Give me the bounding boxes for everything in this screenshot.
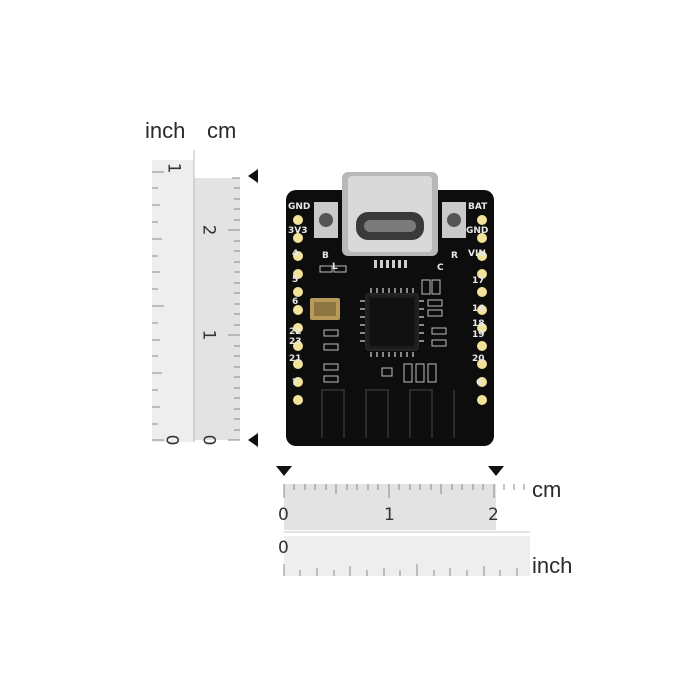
horizontal-ruler-graphic xyxy=(283,484,530,576)
silk-label-l: L xyxy=(332,262,338,272)
horizontal-ruler-top-right-marker-icon xyxy=(488,466,504,476)
microcontroller-chip-icon xyxy=(360,288,424,357)
silk-label-c: C xyxy=(437,263,444,273)
vertical-cm-label-1: 1 xyxy=(198,329,219,341)
left-pin-label: 6 xyxy=(292,297,299,307)
horizontal-ruler-inch-unit: inch xyxy=(532,553,573,578)
right-pin-label: VIN xyxy=(468,249,486,259)
horizontal-cm-label-0: 0 xyxy=(278,505,289,525)
horizontal-cm-label-1: 1 xyxy=(384,505,395,525)
usb-c-connector-icon xyxy=(342,172,438,268)
vertical-inch-label-0: 0 xyxy=(161,434,182,446)
right-pin-label: 17 xyxy=(472,276,485,286)
vertical-ruler-graphic xyxy=(152,150,240,442)
right-pin-label: GND xyxy=(466,226,489,236)
vertical-inch-label-1: 1 xyxy=(163,162,184,174)
left-pin-label: 23 xyxy=(289,337,302,347)
silk-label-r: R xyxy=(451,251,458,261)
horizontal-ruler-top-left-marker-icon xyxy=(276,466,292,476)
left-pin-label: 22 xyxy=(289,327,302,337)
vertical-ruler-inch-unit: inch xyxy=(145,118,186,143)
right-pin-label: 16 xyxy=(472,304,485,314)
horizontal-cm-label-2: 2 xyxy=(488,505,499,525)
board-graphic xyxy=(286,172,494,446)
left-pin-label: GND xyxy=(288,202,311,212)
vertical-cm-label-0: 0 xyxy=(198,434,219,446)
vertical-ruler-bottom-marker-icon xyxy=(248,433,258,447)
boot-button-icon xyxy=(314,202,338,238)
left-pin-label: 21 xyxy=(289,354,302,364)
vertical-ruler-cm-unit: cm xyxy=(207,118,237,143)
left-pin-label: 3V3 xyxy=(288,226,308,236)
vertical-ruler-top-marker-icon xyxy=(248,169,258,183)
reset-button-icon xyxy=(442,202,466,238)
left-pin-label: 4 xyxy=(292,249,299,259)
vertical-cm-label-2: 2 xyxy=(198,224,219,236)
left-pin-label: 7 xyxy=(292,378,299,388)
right-pin-label: 18 xyxy=(472,319,485,329)
right-pin-label: 19 xyxy=(472,330,485,340)
silk-label-b: B xyxy=(322,251,329,261)
crystal-oscillator-icon xyxy=(310,298,340,320)
right-pin-label: 6 xyxy=(476,378,483,388)
horizontal-ruler-cm-unit: cm xyxy=(532,477,562,502)
horizontal-inch-label-0: 0 xyxy=(278,538,289,558)
right-pin-label: BAT xyxy=(468,202,488,212)
left-pin-label: 5 xyxy=(292,275,299,285)
right-pin-label: 20 xyxy=(472,354,485,364)
